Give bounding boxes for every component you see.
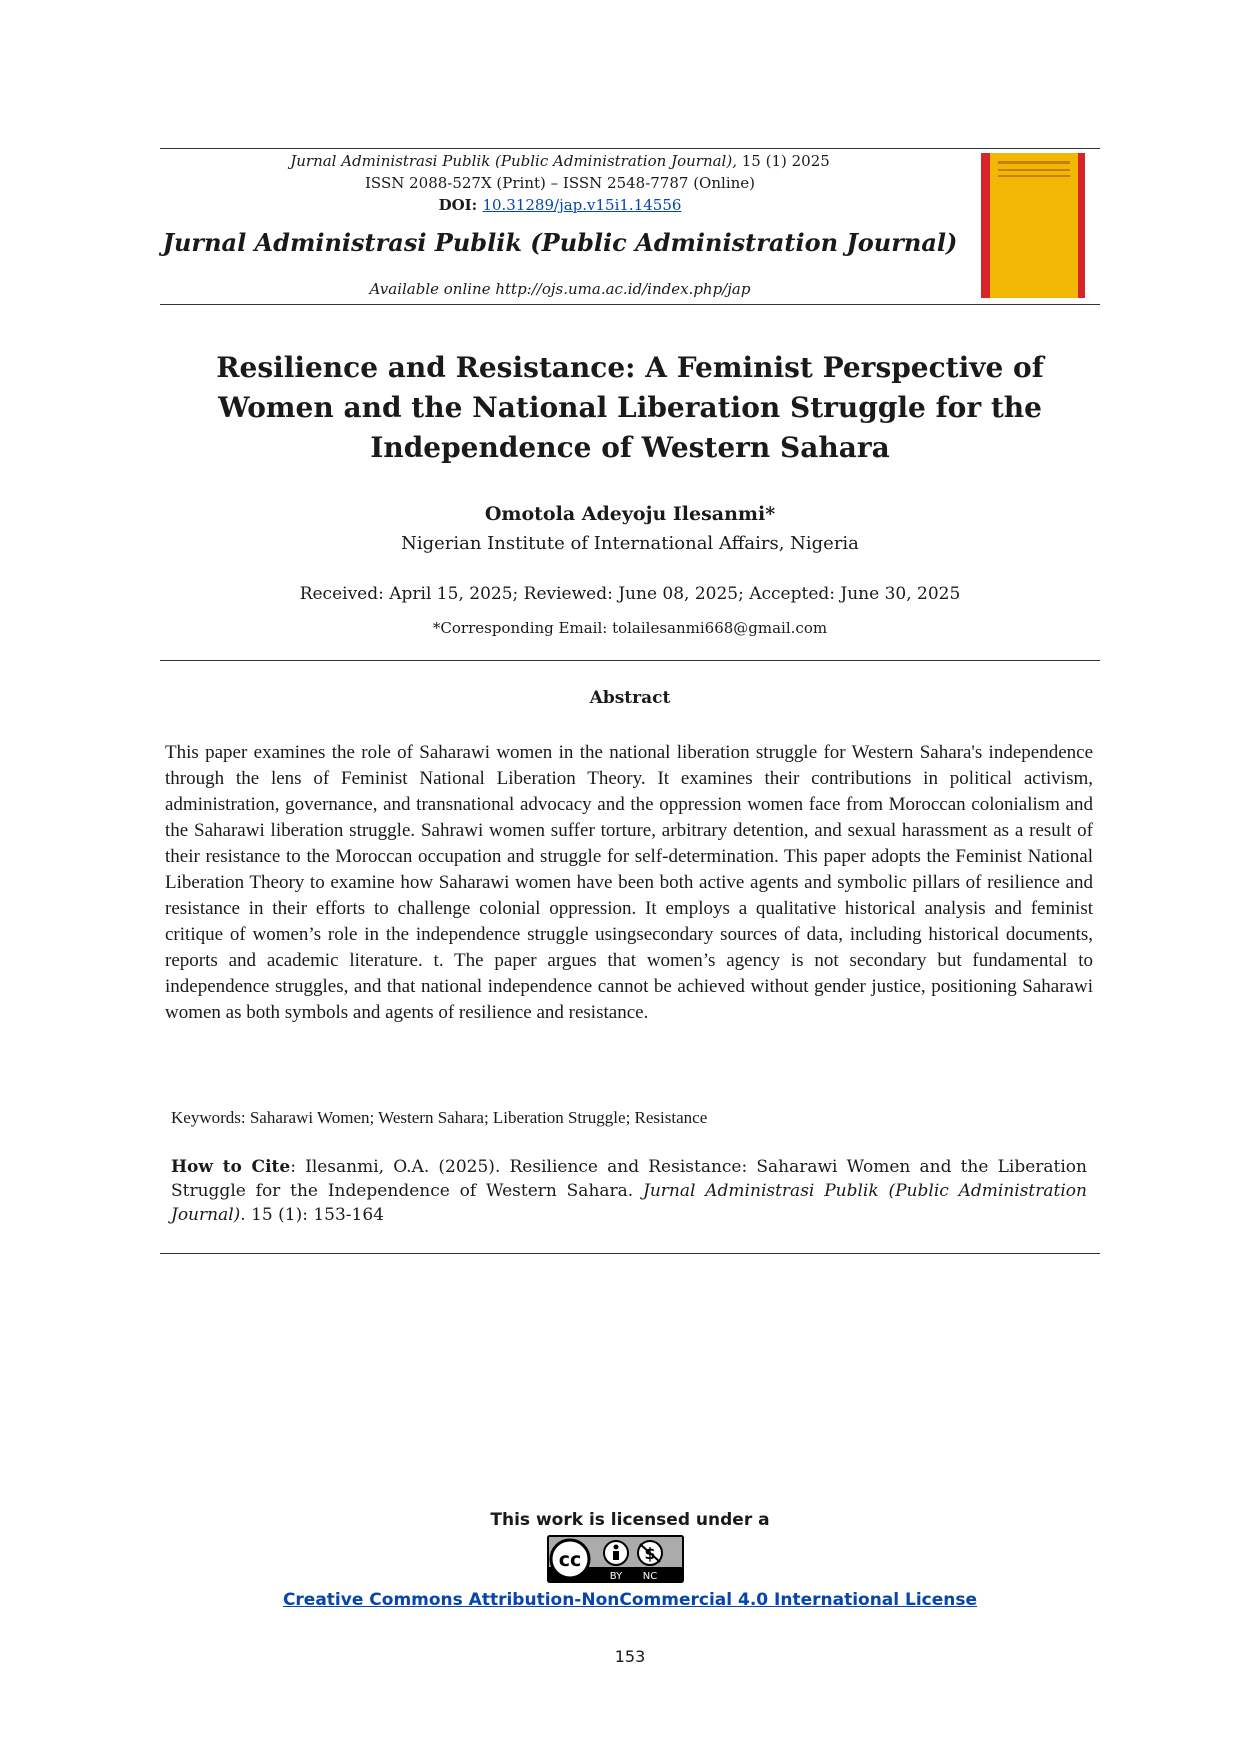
abstract-bottom-rule [160,1253,1100,1254]
citation-journal: Jurnal Administrasi Publik (Public Admin… [290,152,737,170]
issn-line: ISSN 2088-527X (Print) – ISSN 2548-7787 … [365,174,755,192]
keywords: Keywords: Saharawi Women; Western Sahara… [171,1108,708,1127]
cc-badge-graphic: cc $ BY NC [547,1535,684,1583]
doi-line: DOI: 10.31289/jap.v15i1.14556 [160,194,960,216]
journal-name: Jurnal Administrasi Publik (Public Admin… [162,228,958,257]
cc-logo-icon [549,1538,591,1580]
how-to-cite: How to Cite: Ilesanmi, O.A. (2025). Resi… [171,1155,1087,1227]
abstract-top-rule [160,660,1100,661]
corresponding-email: *Corresponding Email: tolailesanmi668@gm… [432,619,828,637]
abstract-heading: Abstract [589,688,671,708]
journal-cover-image [981,153,1085,298]
cc-by-nc-badge[interactable]: cc $ BY NC [547,1535,684,1583]
how-to-cite-label: How to Cite [171,1157,291,1177]
badge-cc-text: cc [559,1549,582,1571]
license-link[interactable]: Creative Commons Attribution-NonCommerci… [282,1590,978,1610]
abstract-body: This paper examines the role of Saharawi… [165,742,1093,1023]
header-top-rule [160,148,1100,149]
badge-by-text: BY [610,1571,623,1582]
doi-link[interactable]: 10.31289/jap.v15i1.14556 [482,196,682,214]
article-title: Resilience and Resistance: A Feminist Pe… [160,348,1100,468]
title-line: Women and the National Liberation Strugg… [218,391,1042,424]
title-line: Independence of Western Sahara [370,431,890,464]
page-number: 153 [614,1647,646,1666]
article-dates: Received: April 15, 2025; Reviewed: June… [299,584,961,604]
author-name: Omotola Adeyoju Ilesanmi* [484,503,776,525]
author-affiliation: Nigerian Institute of International Affa… [401,533,859,554]
citation-issue: 15 (1) 2025 [736,152,830,170]
how-to-cite-journal: Jurnal Administrasi Publik (Public Admin… [171,1181,1087,1225]
how-to-cite-text: : Ilesanmi, O.A. (2025). Resilience and … [171,1157,1087,1201]
how-to-cite-tail: . 15 (1): 153-164 [240,1205,384,1225]
available-online: Available online http://ojs.uma.ac.id/in… [369,280,751,298]
citation-line: Jurnal Administrasi Publik (Public Admin… [160,150,960,172]
license-intro: This work is licensed under a [490,1510,770,1530]
journal-header: Jurnal Administrasi Publik (Public Admin… [160,150,960,216]
header-bottom-rule [160,304,1100,305]
badge-nc-text: NC [643,1571,657,1582]
doi-label: DOI: [438,196,483,214]
title-line: Resilience and Resistance: A Feminist Pe… [216,351,1044,384]
